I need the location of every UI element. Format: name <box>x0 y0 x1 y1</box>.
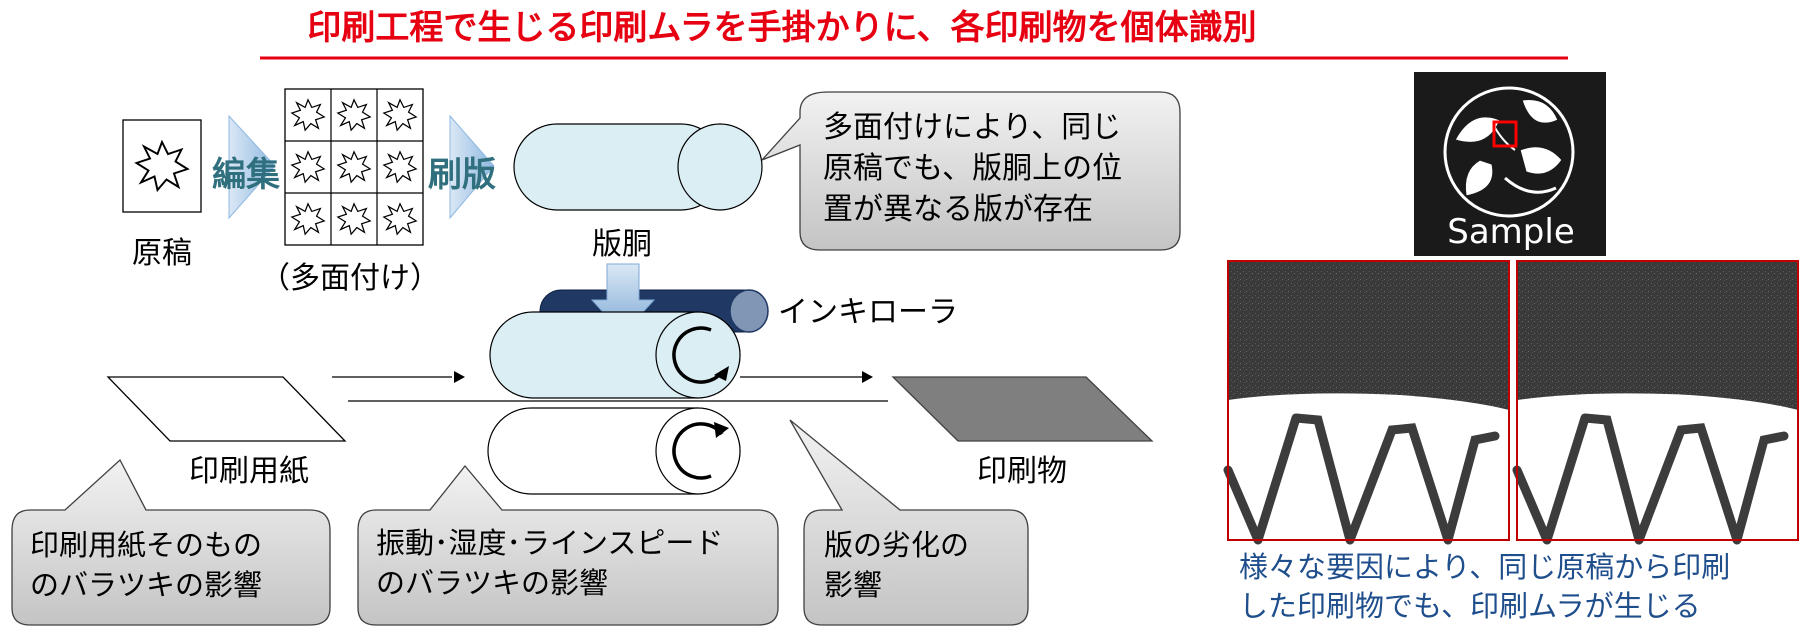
crest-leaf-icon <box>1454 98 1563 197</box>
sample-caption-line-2: した印刷物でも、印刷ムラが生じる <box>1239 589 1701 623</box>
zoom-marker <box>1492 120 1518 148</box>
sample-caption-line-1: 様々な要因により、同じ原稿から印刷 <box>1239 550 1730 584</box>
feed-arrow-left <box>332 371 465 383</box>
imposition-grid <box>284 88 424 246</box>
platemaking-label: 刷版 <box>428 155 496 195</box>
zoom-crop-right <box>1512 260 1799 545</box>
press-cylinder-upper <box>489 311 741 399</box>
callout-plate-line-2: 影響 <box>824 568 882 602</box>
callout-paper-line-2: のバラツキの影響 <box>30 568 262 602</box>
page-title: 印刷工程で生じる印刷ムラを手掛かりに、各印刷物を個体識別 <box>307 8 1256 48</box>
sample-logo-text: Sample <box>1447 212 1574 252</box>
callout-paper-line-1: 印刷用紙そのもの <box>30 528 262 562</box>
callout-multi-line-1: 多面付けにより、同じ <box>823 110 1121 145</box>
callout-machine-variation: 振動･湿度･ラインスピード のバラツキの影響 <box>357 464 779 626</box>
plate-cylinder-top <box>513 123 763 211</box>
callout-plate-degradation: 版の劣化の 影響 <box>789 419 1029 626</box>
callout-multi-imposition: 多面付けにより、同じ 原稿でも、版胴上の位 置が異なる版が存在 <box>761 91 1181 251</box>
callout-plate-line-1: 版の劣化の <box>824 528 969 562</box>
paper-label: 印刷用紙 <box>189 454 309 489</box>
rotation-arrow-icon-lower <box>672 422 724 480</box>
printed-sheet <box>891 376 1154 442</box>
edit-label: 編集 <box>212 155 280 195</box>
callout-machine-line-1: 振動･湿度･ラインスピード <box>376 526 723 560</box>
edit-arrow-icon <box>228 114 276 220</box>
ink-roller-label: インキローラ <box>778 295 958 330</box>
callout-multi-line-2: 原稿でも、版胴上の位 <box>823 151 1122 186</box>
callout-paper-variation: 印刷用紙そのもの のバラツキの影響 <box>11 458 331 626</box>
paper-sheet <box>106 376 347 442</box>
rotation-arrow-icon-upper <box>672 326 724 384</box>
plate-cylinder-label: 版胴 <box>592 227 652 262</box>
platemaking-arrow-icon <box>449 114 495 220</box>
original-label: 原稿 <box>132 236 192 271</box>
printed-label: 印刷物 <box>977 454 1067 489</box>
press-cylinder-lower <box>487 407 741 495</box>
sample-image: Sample <box>1414 72 1606 256</box>
layout-label: （多面付け） <box>260 261 440 296</box>
callout-multi-line-3: 置が異なる版が存在 <box>823 192 1093 227</box>
zoom-crop-left <box>1223 260 1510 545</box>
feed-arrow-right <box>740 371 873 383</box>
callout-machine-line-2: のバラツキの影響 <box>376 566 608 600</box>
